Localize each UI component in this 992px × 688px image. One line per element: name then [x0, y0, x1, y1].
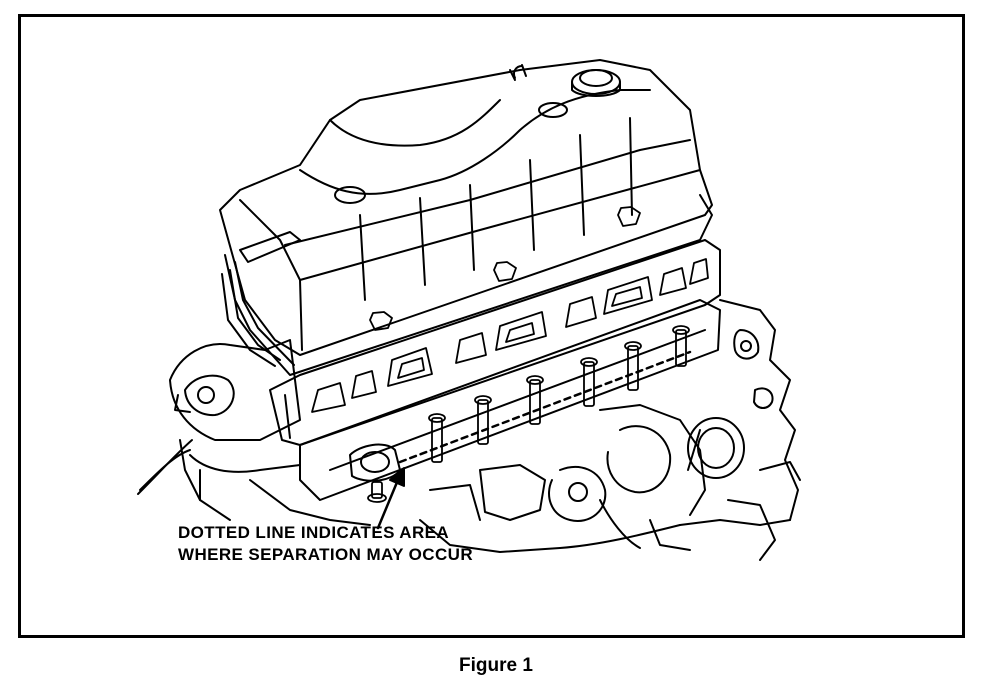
- cylinder-head: [270, 240, 720, 445]
- figure-caption: Figure 1: [459, 655, 533, 676]
- callout-line-2: WHERE SEPARATION MAY OCCUR: [178, 545, 474, 564]
- valve-cover: [220, 60, 712, 375]
- engine-block: [140, 300, 800, 560]
- callout-line-1: DOTTED LINE INDICATES AREA: [178, 523, 450, 542]
- figure-frame: [18, 14, 965, 638]
- cylinder-head-lower: [300, 300, 720, 502]
- background-line: [138, 440, 192, 494]
- callout-arrow: [378, 468, 404, 528]
- callout-text: DOTTED LINE INDICATES AREA WHERE SEPARAT…: [178, 522, 473, 566]
